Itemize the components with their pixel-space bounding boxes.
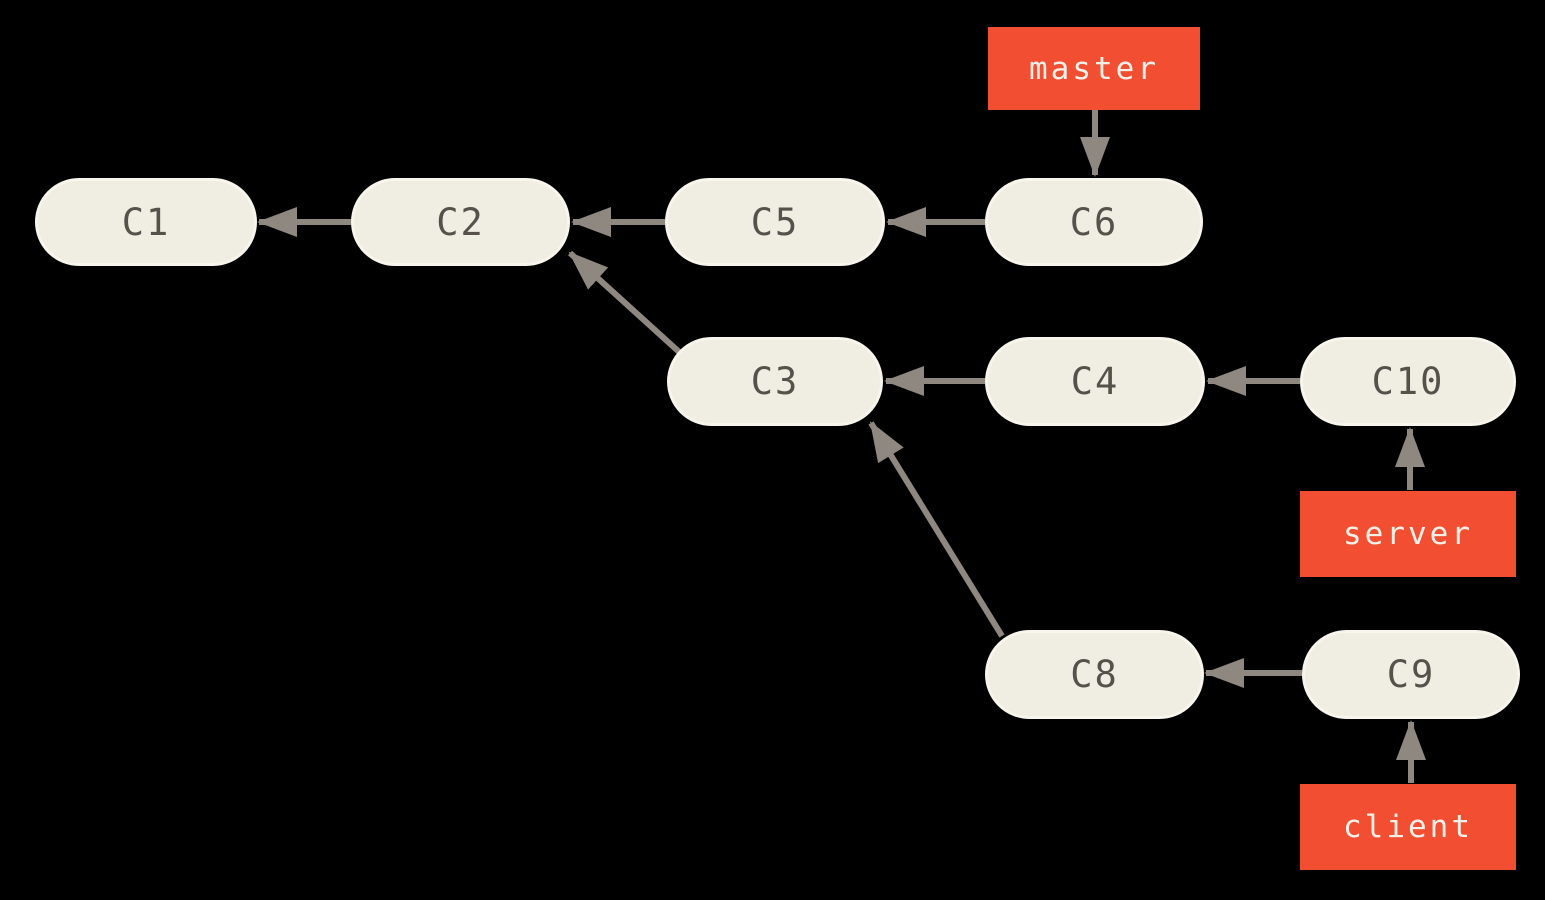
commit-node-label: C4 — [1070, 360, 1120, 403]
branch-label-master: master — [988, 27, 1200, 110]
commit-node-C2: C2 — [351, 178, 570, 266]
commit-node-label: C3 — [750, 360, 800, 403]
edge-group — [257, 110, 1426, 783]
commit-node-label: C5 — [750, 200, 800, 244]
branch-label-text: client — [1343, 809, 1473, 845]
commit-node-label: C9 — [1386, 653, 1436, 696]
commit-node-C10: C10 — [1300, 337, 1516, 426]
commit-node-C5: C5 — [665, 178, 885, 266]
branch-label-client: client — [1300, 784, 1516, 870]
commit-node-label: C10 — [1371, 360, 1445, 403]
branch-label-text: server — [1343, 516, 1473, 552]
edge-C8-to-C3 — [868, 421, 1005, 638]
commit-node-C8: C8 — [985, 630, 1204, 719]
commit-node-C9: C9 — [1302, 630, 1520, 719]
branch-label-server: server — [1300, 491, 1516, 577]
commit-node-label: C8 — [1070, 653, 1119, 696]
commit-node-C3: C3 — [667, 337, 883, 426]
commit-node-label: C1 — [121, 200, 171, 244]
commit-node-label: C2 — [436, 200, 485, 244]
commit-node-label: C6 — [1069, 200, 1119, 244]
edge-C3-to-C2 — [567, 250, 691, 363]
commit-node-C4: C4 — [985, 337, 1205, 426]
commit-node-C1: C1 — [35, 178, 257, 266]
commit-node-C6: C6 — [985, 178, 1203, 266]
branch-label-text: master — [1029, 50, 1159, 87]
